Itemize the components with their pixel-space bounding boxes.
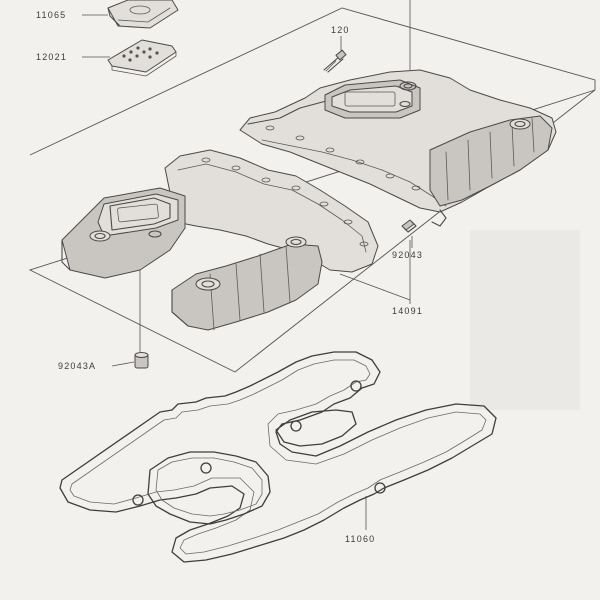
paper-bleed-area: [470, 230, 580, 410]
breather-cover-part[interactable]: [107, 0, 179, 29]
leader-dowel-pin-a: [111, 361, 135, 367]
dowel-pin-a-part[interactable]: [134, 352, 149, 369]
breather-plate-part[interactable]: [107, 39, 177, 77]
label-dowel-pin-a: 92043A: [58, 361, 96, 371]
head-cover-gasket-part[interactable]: [59, 351, 497, 563]
leader-head-cover-a: [339, 273, 411, 301]
label-gasket: 11060: [345, 534, 375, 544]
label-bolt: 120: [331, 25, 350, 35]
cylinder-head-cover-lower[interactable]: [61, 149, 379, 331]
label-breather-cover: 11065: [36, 10, 66, 20]
dowel-pin-part[interactable]: [401, 219, 417, 233]
bolt-part[interactable]: [323, 49, 347, 73]
label-cylinder-head-cover: 14091: [392, 306, 423, 316]
label-breather-plate: 12021: [36, 52, 67, 62]
assembly-outline-box: [28, 7, 596, 373]
cylinder-head-cover-upper[interactable]: [239, 69, 557, 227]
label-dowel-pin: 92043: [392, 250, 423, 260]
